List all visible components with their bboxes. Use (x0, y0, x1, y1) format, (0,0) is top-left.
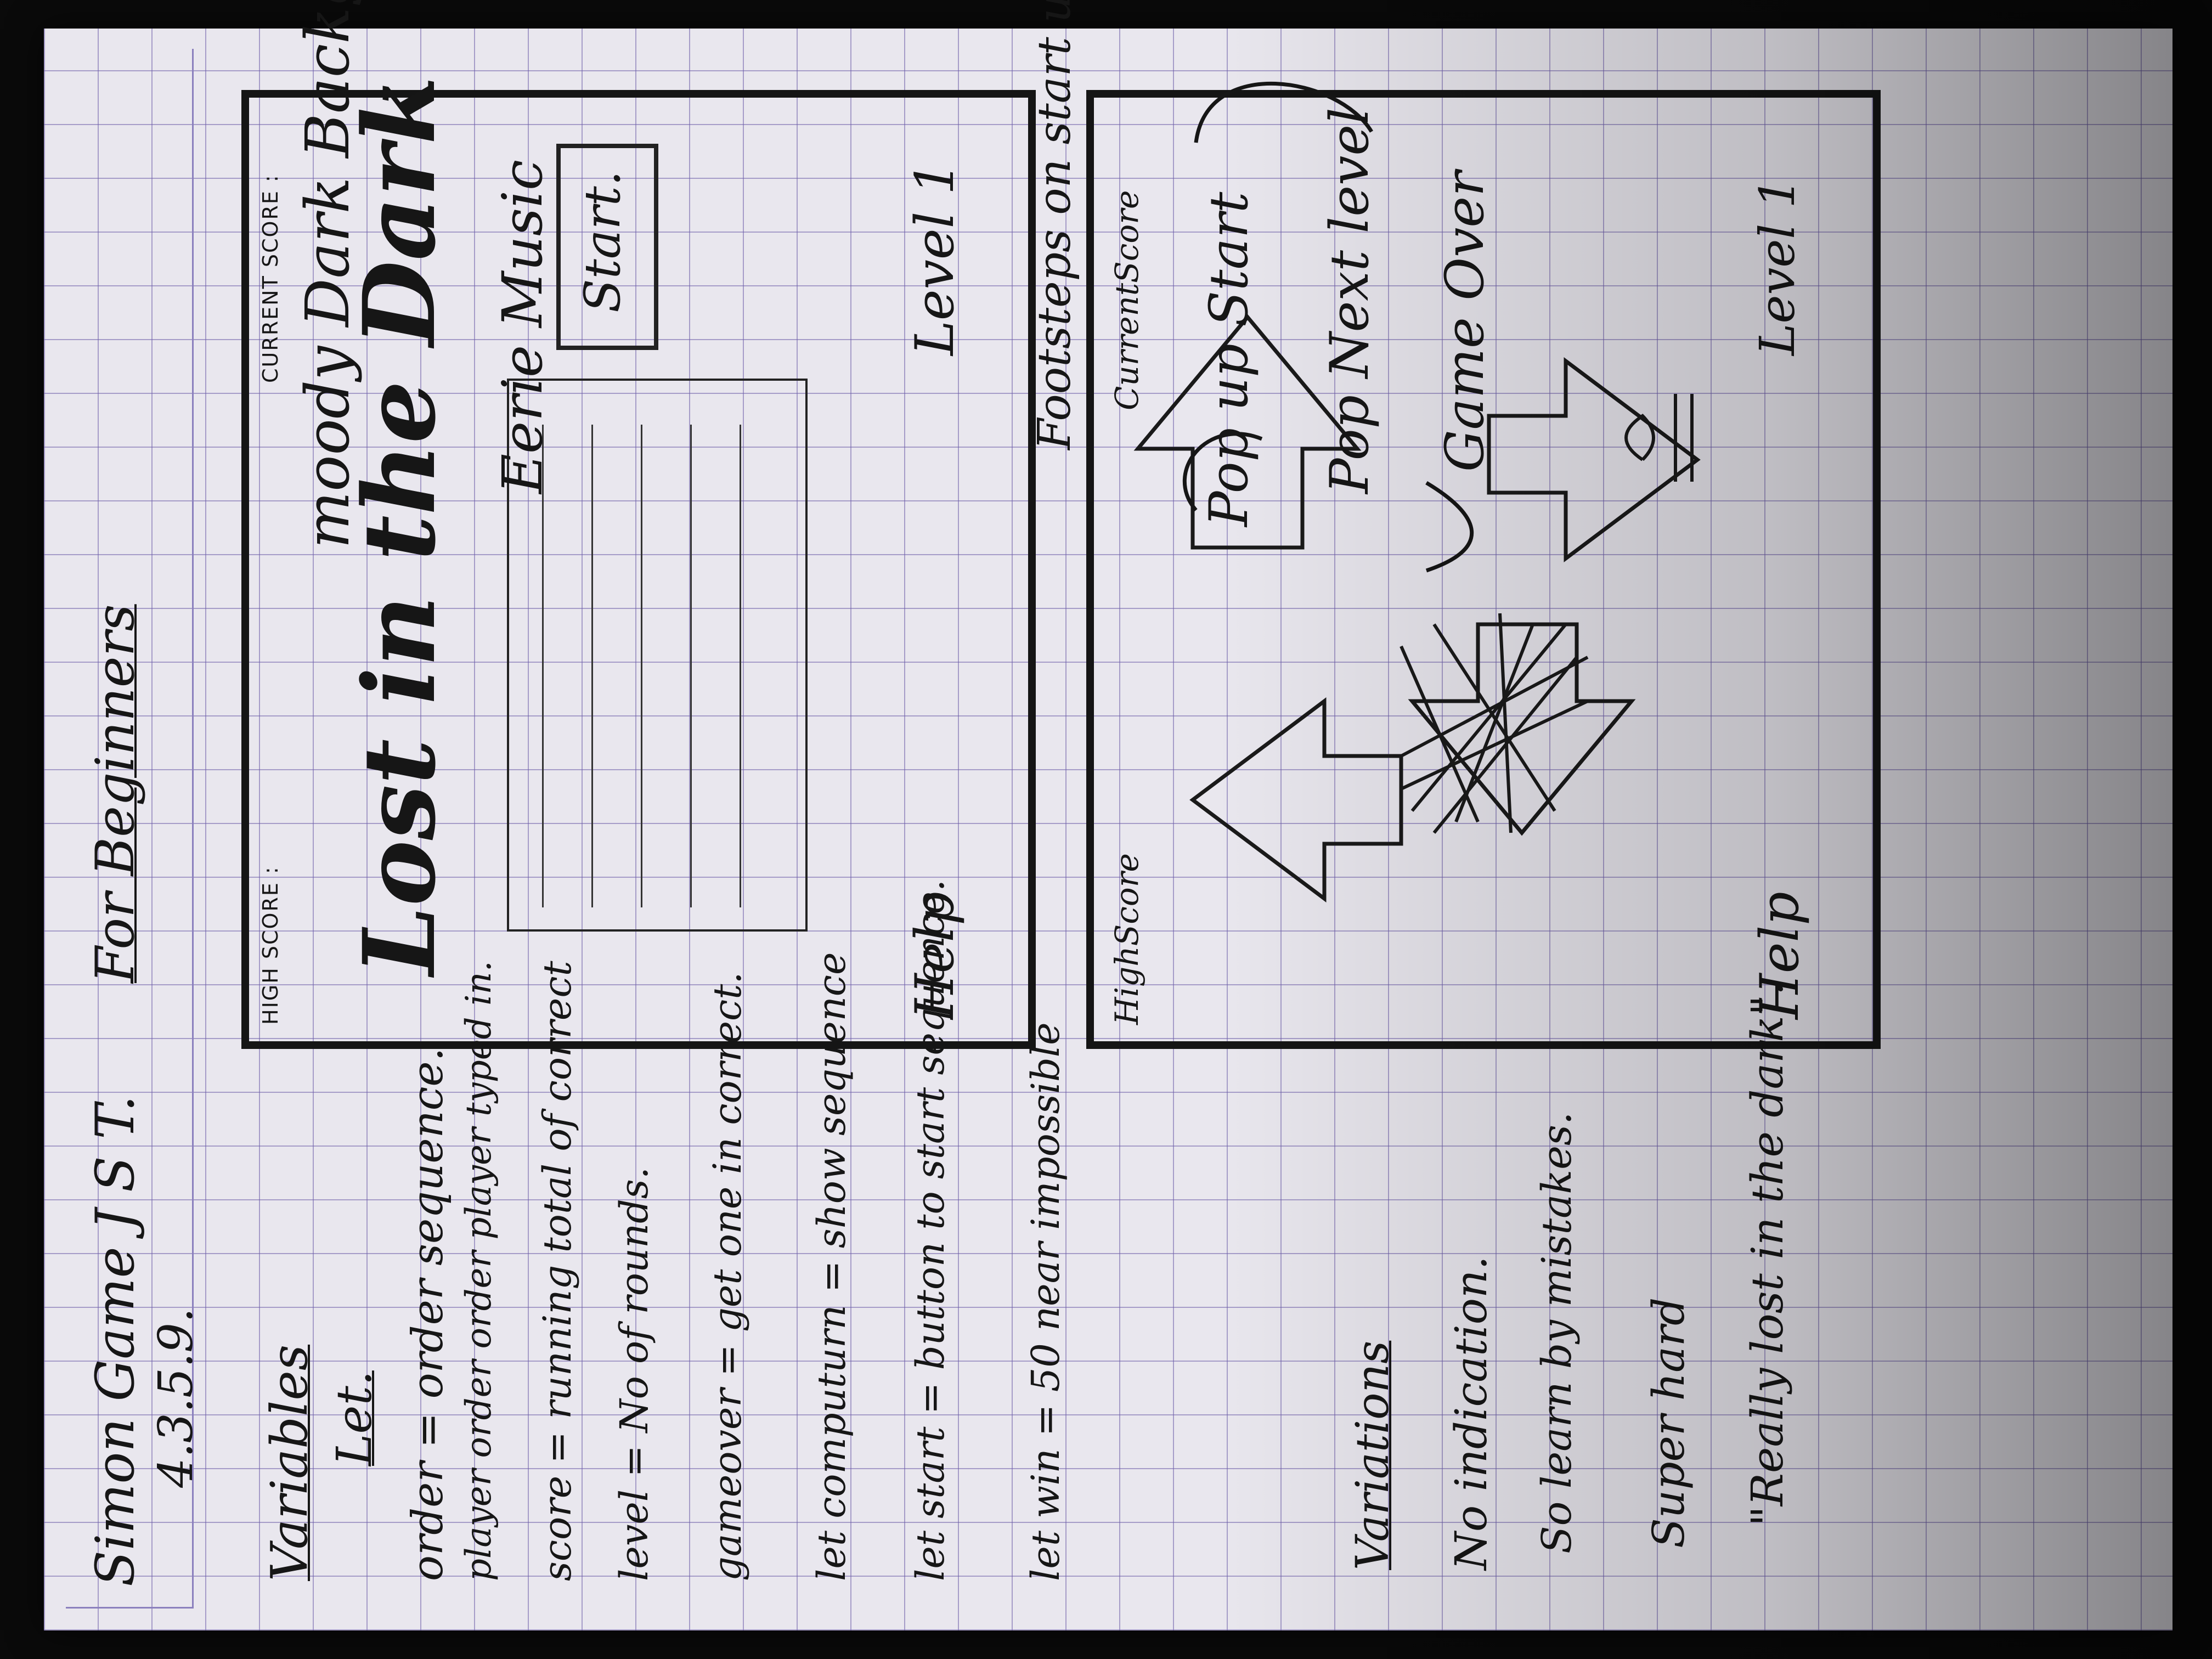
current-score-label: CURRENT SCORE : (258, 174, 283, 383)
note-line-2: So learn by mistakes. (1533, 1111, 1581, 1554)
wireframe-start-screen: HIGH SCORE : CURRENT SCORE : Lost in the… (241, 76, 1036, 1049)
start-button-label: Start. (574, 170, 631, 313)
var-line-4: level = No of rounds. (612, 1166, 657, 1581)
sheet-code: 4.3.5.9. (149, 1307, 204, 1488)
var-line-8: let win = 50 near impossible (1023, 1022, 1068, 1581)
game-title-sketch: Lost in the Dark (342, 76, 458, 975)
arrow-pad-sketch (1133, 314, 1701, 902)
scribble-mark (1400, 613, 1589, 834)
right-arrow-sketch (1133, 314, 1362, 550)
level-label: Level 1 (904, 161, 966, 356)
down-arrow-sketch (1487, 357, 1701, 562)
var-line-3: score = running total of correct (535, 961, 580, 1581)
var-line-1: order = order sequence. (403, 1047, 453, 1581)
wireframe-game-screen: HighScore CurrentScore Help (1086, 90, 1881, 1049)
let-heading: Let. (326, 1370, 382, 1466)
level-label-2: Level 1 (1749, 177, 1805, 356)
help-label-2[interactable]: Help (1749, 891, 1810, 1019)
note-line-3: Super hard (1643, 1297, 1694, 1548)
figure-doodle (1624, 394, 1694, 482)
note-line-1: No indication. (1446, 1256, 1497, 1570)
var-line-2: player order order player typed in. (459, 961, 499, 1581)
var-line-5: gameover = get one in correct. (705, 972, 750, 1581)
up-arrow-sketch (1189, 697, 1403, 902)
variables-heading: Variables (260, 1344, 319, 1581)
variations-heading: Variations (1347, 1340, 1399, 1570)
left-arrow-sketch (1408, 622, 1636, 836)
high-score-label: HIGH SCORE : (258, 866, 283, 1025)
description-box (507, 379, 808, 932)
graph-paper-sheet: Simon Game J S T. For Beginners 4.3.5.9.… (44, 29, 2172, 1630)
start-button-sketch[interactable]: Start. (556, 144, 658, 350)
help-label[interactable]: Help (904, 891, 966, 1019)
sheet-title: Simon Game J S T. (84, 1095, 146, 1587)
note-line-4: "Really lost in the dark". (1742, 981, 1793, 1526)
sheet-subtitle: For Beginners (84, 604, 146, 983)
